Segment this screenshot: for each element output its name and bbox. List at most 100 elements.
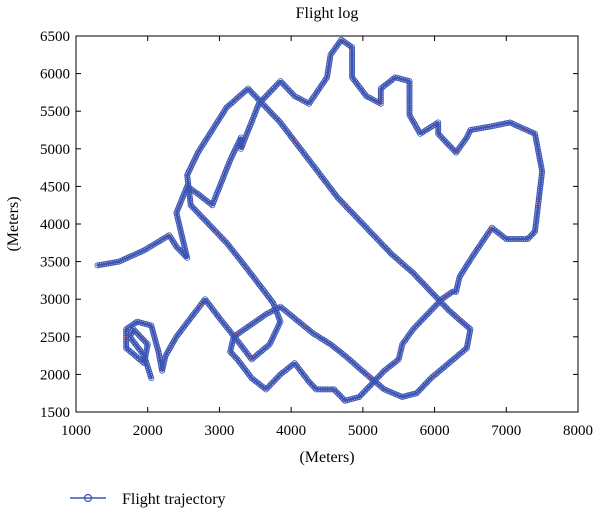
trajectory-point (189, 203, 196, 210)
trajectory-point (257, 99, 264, 106)
trajectory-point (381, 243, 388, 250)
trajectory-point (173, 211, 180, 218)
trajectory-point (423, 283, 430, 290)
trajectory-point (537, 179, 544, 186)
trajectory-point (413, 322, 420, 329)
trajectory-point (288, 362, 295, 369)
trajectory-point (417, 277, 424, 284)
trajectory-point (343, 204, 350, 211)
trajectory-point (426, 376, 433, 383)
trajectory-point (331, 386, 338, 393)
trajectory-point (419, 316, 426, 323)
trajectory-point (532, 135, 539, 142)
trajectory-point (269, 379, 276, 386)
trajectory-point (534, 204, 541, 211)
trajectory-point (358, 219, 365, 226)
trajectory-point (349, 67, 356, 74)
trajectory-point (538, 170, 545, 177)
trajectory-point (177, 229, 184, 236)
trajectory-point (360, 389, 367, 396)
trajectory-point (455, 277, 462, 284)
trajectory-point (406, 87, 413, 94)
x-tick-label: 8000 (563, 423, 593, 439)
trajectory-point (526, 234, 533, 241)
trajectory-point (184, 174, 191, 181)
trajectory-point (450, 146, 457, 153)
trajectory-point (359, 390, 366, 397)
trajectory-point (315, 386, 322, 393)
trajectory-point (349, 72, 356, 79)
trajectory-point (536, 189, 543, 196)
trajectory-point (522, 235, 529, 242)
trajectory-point (266, 89, 273, 96)
trajectory-point (341, 397, 348, 404)
trajectory-point (139, 336, 146, 343)
trajectory-point (202, 217, 209, 224)
trajectory-point (263, 92, 270, 99)
trajectory-point (532, 226, 539, 233)
trajectory-point (283, 84, 290, 91)
trajectory-point (429, 306, 436, 313)
trajectory-point (253, 94, 260, 101)
trajectory-point (186, 189, 193, 196)
trajectory-point (184, 178, 191, 185)
trajectory-point (419, 383, 426, 390)
trajectory-point (406, 96, 413, 103)
trajectory-point (335, 391, 342, 398)
y-tick-label: 2500 (40, 330, 70, 346)
trajectory-point (185, 180, 192, 187)
trajectory-point (367, 229, 374, 236)
trajectory-point (351, 211, 358, 218)
trajectory-point (355, 216, 362, 223)
trajectory-point (186, 193, 193, 200)
trajectory-point (326, 58, 333, 65)
trajectory-point (322, 76, 329, 83)
trajectory-point (524, 235, 531, 242)
trajectory-point (338, 394, 345, 401)
trajectory-point (422, 312, 429, 319)
trajectory-point (261, 94, 268, 101)
trajectory-point (406, 93, 413, 100)
trajectory-point (216, 231, 223, 238)
trajectory-point (507, 235, 514, 242)
trajectory-point (415, 276, 422, 283)
trajectory-point (536, 152, 543, 159)
trajectory-point (349, 46, 356, 53)
trajectory-point (533, 213, 540, 220)
trajectory-point (274, 116, 281, 123)
trajectory-point (533, 137, 540, 144)
trajectory-point (465, 334, 472, 341)
trajectory-point (435, 128, 442, 135)
trajectory-point (219, 235, 226, 242)
trajectory-point (420, 280, 427, 287)
trajectory-point (421, 381, 428, 388)
trajectory-point (391, 253, 398, 260)
trajectory-point (174, 245, 181, 252)
trajectory-point (363, 385, 370, 392)
trajectory-point (532, 222, 539, 229)
trajectory-point (144, 341, 151, 348)
trajectory-point (536, 155, 543, 162)
trajectory-point (456, 273, 463, 280)
trajectory-point (184, 172, 191, 179)
trajectory-point (285, 86, 292, 93)
trajectory-point (537, 157, 544, 164)
trajectory-point (532, 130, 539, 137)
trajectory-point (372, 233, 379, 240)
trajectory-point (184, 176, 191, 183)
trajectory-point (482, 124, 489, 131)
trajectory-point (275, 373, 282, 380)
trajectory-point (429, 290, 436, 297)
trajectory-point (406, 102, 413, 109)
trajectory-point (365, 384, 372, 391)
trajectory-point (486, 123, 493, 130)
trajectory-point (533, 139, 540, 146)
trajectory-point (340, 200, 347, 207)
trajectory-point (136, 332, 143, 339)
trajectory-point (267, 381, 274, 388)
trajectory-point (331, 344, 338, 351)
trajectory-point (322, 386, 329, 393)
trajectory-point (324, 386, 331, 393)
trajectory-point (511, 235, 518, 242)
trajectory-point (442, 138, 449, 145)
